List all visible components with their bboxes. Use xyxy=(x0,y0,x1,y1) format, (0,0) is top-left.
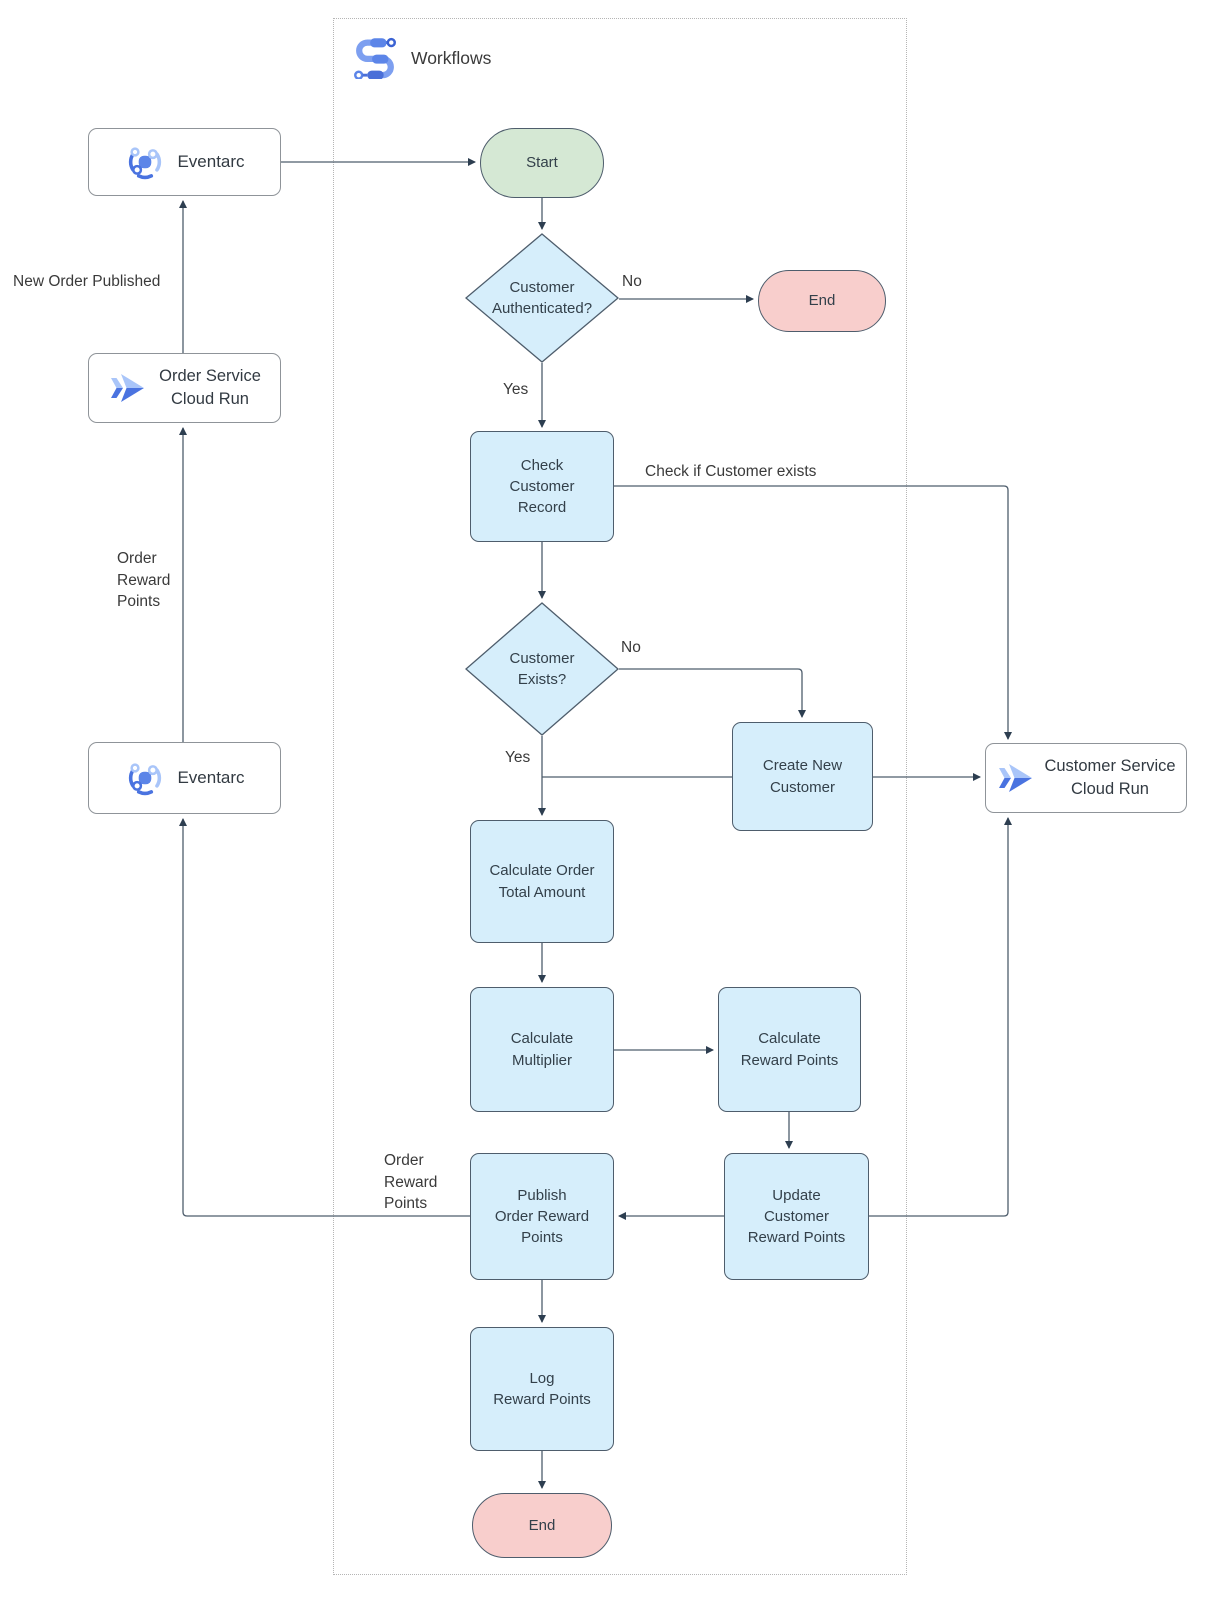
decision-label: Customer Exists? xyxy=(509,649,575,688)
edge-label-yes-top: Yes xyxy=(503,381,529,398)
update-customer-reward-points-node: Update Customer Reward Points xyxy=(724,1153,869,1280)
eventarc-label: Eventarc xyxy=(177,151,245,171)
decision-label: Customer Authenticated? xyxy=(491,278,593,317)
edge-label-order-reward-points-left: Order Reward Points xyxy=(117,550,171,611)
eventarc-node-top: Eventarc xyxy=(88,128,281,196)
customer-service-cloud-run-node: Customer Service Cloud Run xyxy=(985,743,1187,813)
order-service-label: Order Service Cloud Run xyxy=(159,366,261,408)
calculate-multiplier-node: Calculate Multiplier xyxy=(470,987,614,1112)
check-customer-record-node: Check Customer Record xyxy=(470,431,614,542)
end-node-bottom: End xyxy=(472,1493,612,1558)
log-reward-points-node: Log Reward Points xyxy=(470,1327,614,1451)
start-node: Start xyxy=(480,128,604,198)
calculate-order-total-node: Calculate Order Total Amount xyxy=(470,820,614,943)
workflows-icon xyxy=(352,33,398,84)
edge-label-no-mid: No xyxy=(621,639,641,656)
eventarc-node-bottom: Eventarc xyxy=(88,742,281,814)
edge-label-no-top: No xyxy=(622,273,642,290)
workflows-title: Workflows xyxy=(411,48,492,68)
edge-label-yes-mid: Yes xyxy=(505,749,531,766)
eventarc-icon xyxy=(124,757,166,799)
eventarc-label: Eventarc xyxy=(177,767,245,787)
create-new-customer-node: Create New Customer xyxy=(732,722,873,831)
cloud-run-icon xyxy=(996,758,1036,798)
edge-label-check-if-customer-exists: Check if Customer exists xyxy=(645,463,817,480)
workflows-container xyxy=(333,18,907,1575)
customer-exists-decision: Customer Exists? xyxy=(465,602,619,736)
edge-label-new-order-published: New Order Published xyxy=(13,273,161,290)
order-service-cloud-run-node: Order Service Cloud Run xyxy=(88,353,281,423)
cloud-run-icon xyxy=(108,368,148,408)
end-node-top: End xyxy=(758,270,886,332)
eventarc-icon xyxy=(124,141,166,183)
customer-service-label: Customer Service Cloud Run xyxy=(1044,756,1176,798)
workflows-header: Workflows xyxy=(352,33,491,84)
edge-label-order-reward-points-right: Order Reward Points xyxy=(384,1152,438,1213)
calculate-reward-points-node: Calculate Reward Points xyxy=(718,987,861,1112)
publish-order-reward-points-node: Publish Order Reward Points xyxy=(470,1153,614,1280)
customer-authenticated-decision: Customer Authenticated? xyxy=(465,233,619,363)
